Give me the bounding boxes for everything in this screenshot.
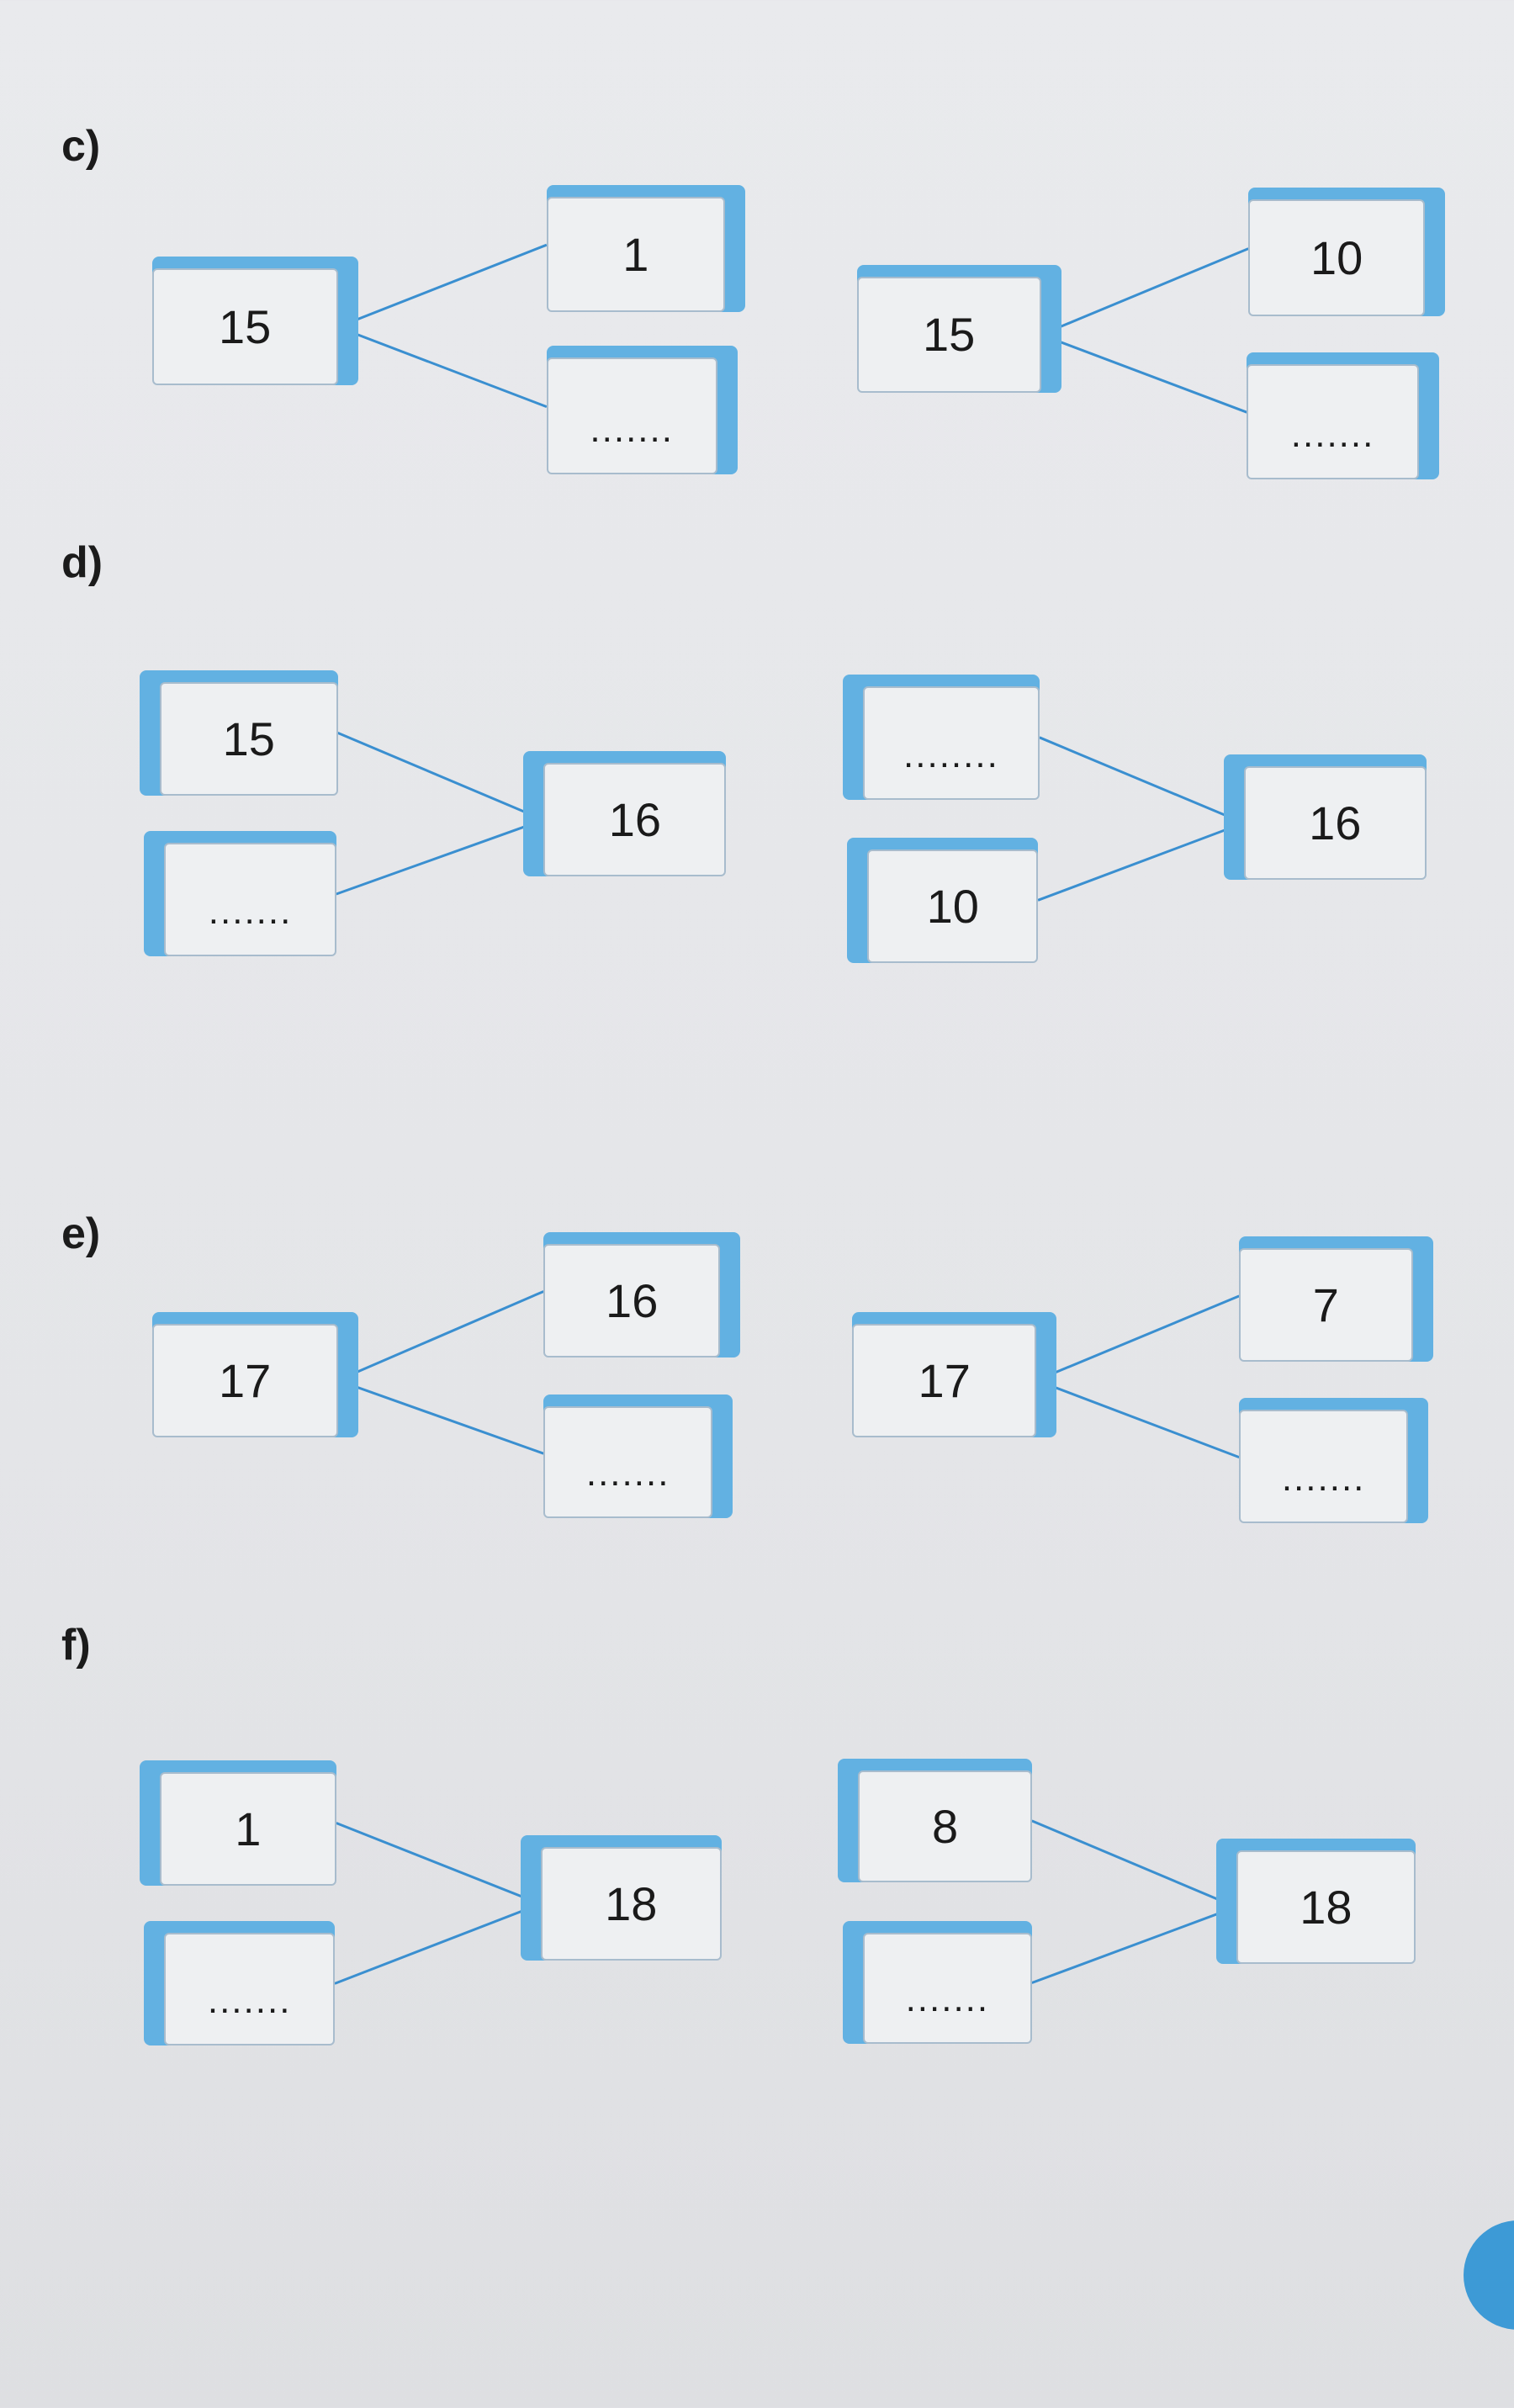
part-number-box[interactable]: ....... xyxy=(164,1933,335,2045)
connector-line xyxy=(336,1822,542,1906)
connector-line xyxy=(334,1903,542,1985)
part-number-box: 16 xyxy=(543,1243,721,1357)
connector-line xyxy=(1031,1819,1237,1908)
part-number-box[interactable]: ........ xyxy=(862,686,1040,801)
part-number-box: 10 xyxy=(1248,199,1426,317)
part-number-box[interactable]: ....... xyxy=(1239,1409,1409,1523)
part-number-box: 15 xyxy=(159,681,338,796)
section-label: c) xyxy=(61,122,101,172)
whole-number-box: 18 xyxy=(540,1847,722,1961)
connector-line xyxy=(337,1379,544,1455)
connector-line xyxy=(337,243,548,329)
part-number-box: 10 xyxy=(867,849,1039,963)
section-label: d) xyxy=(61,537,103,587)
whole-number-box: 17 xyxy=(151,1323,338,1437)
whole-number-box: 18 xyxy=(1236,1850,1416,1964)
whole-number-box: 16 xyxy=(1243,765,1427,881)
whole-number-box: 15 xyxy=(151,268,338,386)
connector-line xyxy=(1035,1294,1240,1382)
part-number-box[interactable]: ....... xyxy=(1247,363,1419,479)
connector-line xyxy=(1037,822,1245,902)
connector-line xyxy=(1040,333,1247,414)
part-number-box: 1 xyxy=(546,196,725,312)
whole-number-box: 16 xyxy=(543,763,727,877)
part-number-box: 8 xyxy=(858,1770,1032,1883)
part-number-box: 7 xyxy=(1239,1248,1413,1363)
connector-line xyxy=(1040,247,1249,336)
part-number-box[interactable]: ....... xyxy=(543,1406,713,1519)
connector-line xyxy=(337,1290,544,1382)
connector-line xyxy=(1039,736,1245,824)
connector-line xyxy=(1031,1905,1237,1984)
connector-line xyxy=(336,818,544,896)
connector-line xyxy=(1035,1379,1240,1459)
connector-line xyxy=(337,325,548,409)
whole-number-box: 15 xyxy=(856,276,1041,394)
connector-line xyxy=(337,731,544,822)
part-number-box[interactable]: ....... xyxy=(546,357,717,475)
section-label: e) xyxy=(61,1209,101,1258)
part-number-box[interactable]: ....... xyxy=(862,1933,1032,2044)
section-label: f) xyxy=(61,1620,91,1670)
page-number-badge xyxy=(1464,2220,1514,2330)
part-number-box: 1 xyxy=(159,1771,336,1886)
whole-number-box: 17 xyxy=(852,1323,1037,1437)
part-number-box[interactable]: ....... xyxy=(164,843,336,957)
